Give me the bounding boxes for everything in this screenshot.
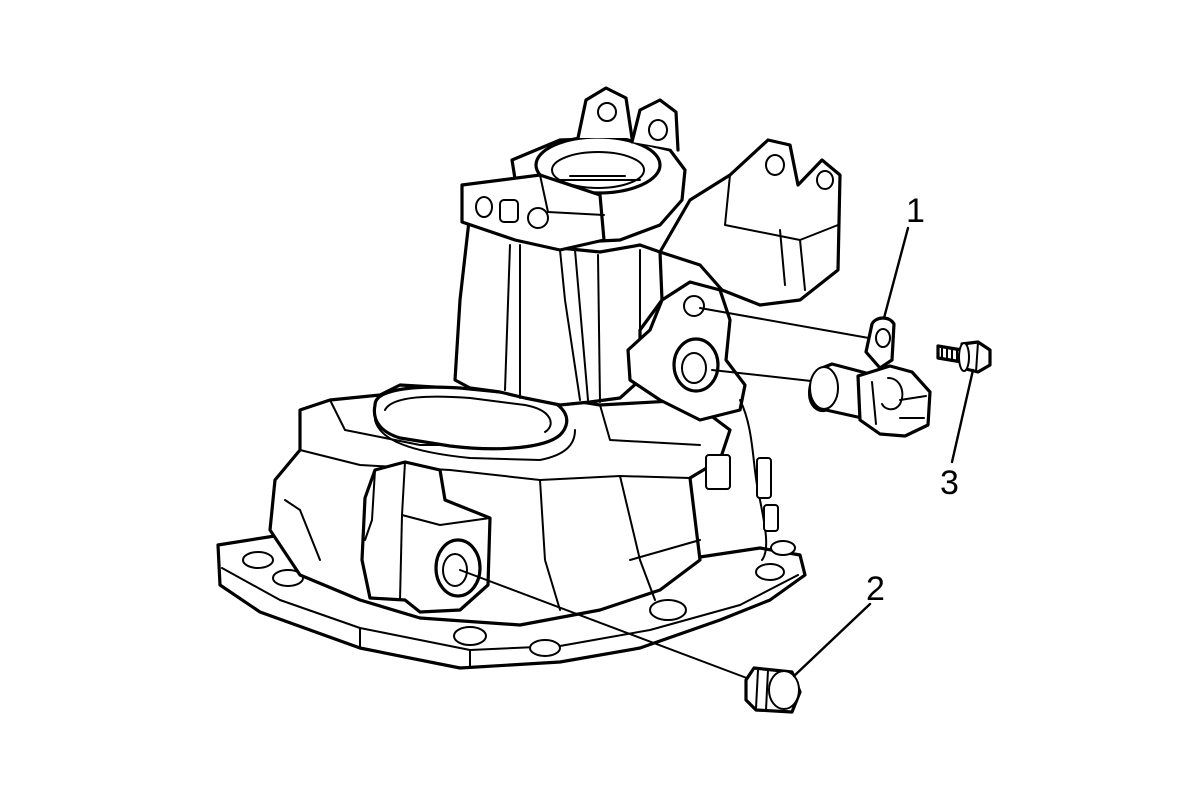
callout-2-leader <box>792 602 872 678</box>
callout-leaders <box>792 226 975 678</box>
flange-bolt-hole <box>242 551 274 569</box>
sensor-connector-detail-2 <box>899 395 927 419</box>
neck-rib <box>504 244 521 399</box>
neck-rib <box>597 249 641 403</box>
front-boss-edge <box>364 461 491 541</box>
sensor-connector-detail <box>871 377 904 425</box>
top-mount-bracket-edge <box>539 174 605 216</box>
harness-clip <box>756 457 772 499</box>
transmission-housing <box>216 86 842 670</box>
harness-clip <box>705 454 731 490</box>
bolt-thread <box>941 346 958 362</box>
plug-face <box>768 670 800 710</box>
front-boss-edge-2 <box>399 514 403 601</box>
bolt-flange <box>958 342 970 372</box>
harness-clip <box>763 504 779 532</box>
flange-bolt-hole <box>755 563 785 581</box>
callout-3: 3 <box>940 464 959 502</box>
sensor-bore-inner <box>681 352 707 384</box>
lifting-ear-hole <box>597 102 617 122</box>
flange-bolt-hole <box>770 540 796 556</box>
neck-rib <box>559 249 589 401</box>
side-mount-bracket <box>658 138 842 307</box>
plug-alignment-line <box>459 569 753 681</box>
top-bore-seal <box>559 175 641 181</box>
sensor-connector <box>856 364 932 438</box>
lifting-ear-hole <box>648 119 668 141</box>
flange-lower-edge <box>359 627 471 667</box>
flange-bolt-hole <box>529 639 561 657</box>
flange-bolt-hole <box>649 599 687 621</box>
speed-sensor <box>808 316 932 438</box>
sensor-bolt-hole <box>683 295 705 317</box>
bolt-alignment-line <box>699 307 881 341</box>
bolt-head-edge <box>975 341 979 373</box>
side-bracket-hole <box>765 154 785 176</box>
sensor-tab-hole <box>875 328 891 348</box>
case-ridge <box>299 449 691 481</box>
callout-2: 2 <box>866 570 885 608</box>
mount-hole <box>527 207 549 229</box>
sensor-bolt <box>936 340 992 374</box>
plug-groove <box>755 669 769 711</box>
drain-plug <box>744 666 802 714</box>
side-mount-bracket-edge <box>779 229 806 291</box>
callout-3-leader <box>950 368 975 464</box>
callout-1-leader <box>882 226 910 320</box>
mount-slot <box>499 199 519 223</box>
case-ridge <box>284 499 701 561</box>
top-access-cover <box>372 385 569 451</box>
drain-plug-bore-inner <box>442 553 468 587</box>
case-ridge <box>539 475 656 611</box>
top-access-cover-lip <box>374 419 576 461</box>
flange-bolt-hole <box>272 569 304 587</box>
sensor-alignment-line <box>711 369 821 383</box>
side-mount-bracket-edge <box>724 174 839 241</box>
flange-edge <box>221 567 799 651</box>
mount-hole <box>475 196 493 218</box>
sensor-body-end <box>809 366 839 410</box>
alignment-lines <box>459 307 881 681</box>
top-access-cover-rim <box>384 395 552 433</box>
callout-1: 1 <box>906 192 925 230</box>
side-bracket-hole <box>816 170 834 190</box>
flange-bolt-hole <box>453 626 487 646</box>
